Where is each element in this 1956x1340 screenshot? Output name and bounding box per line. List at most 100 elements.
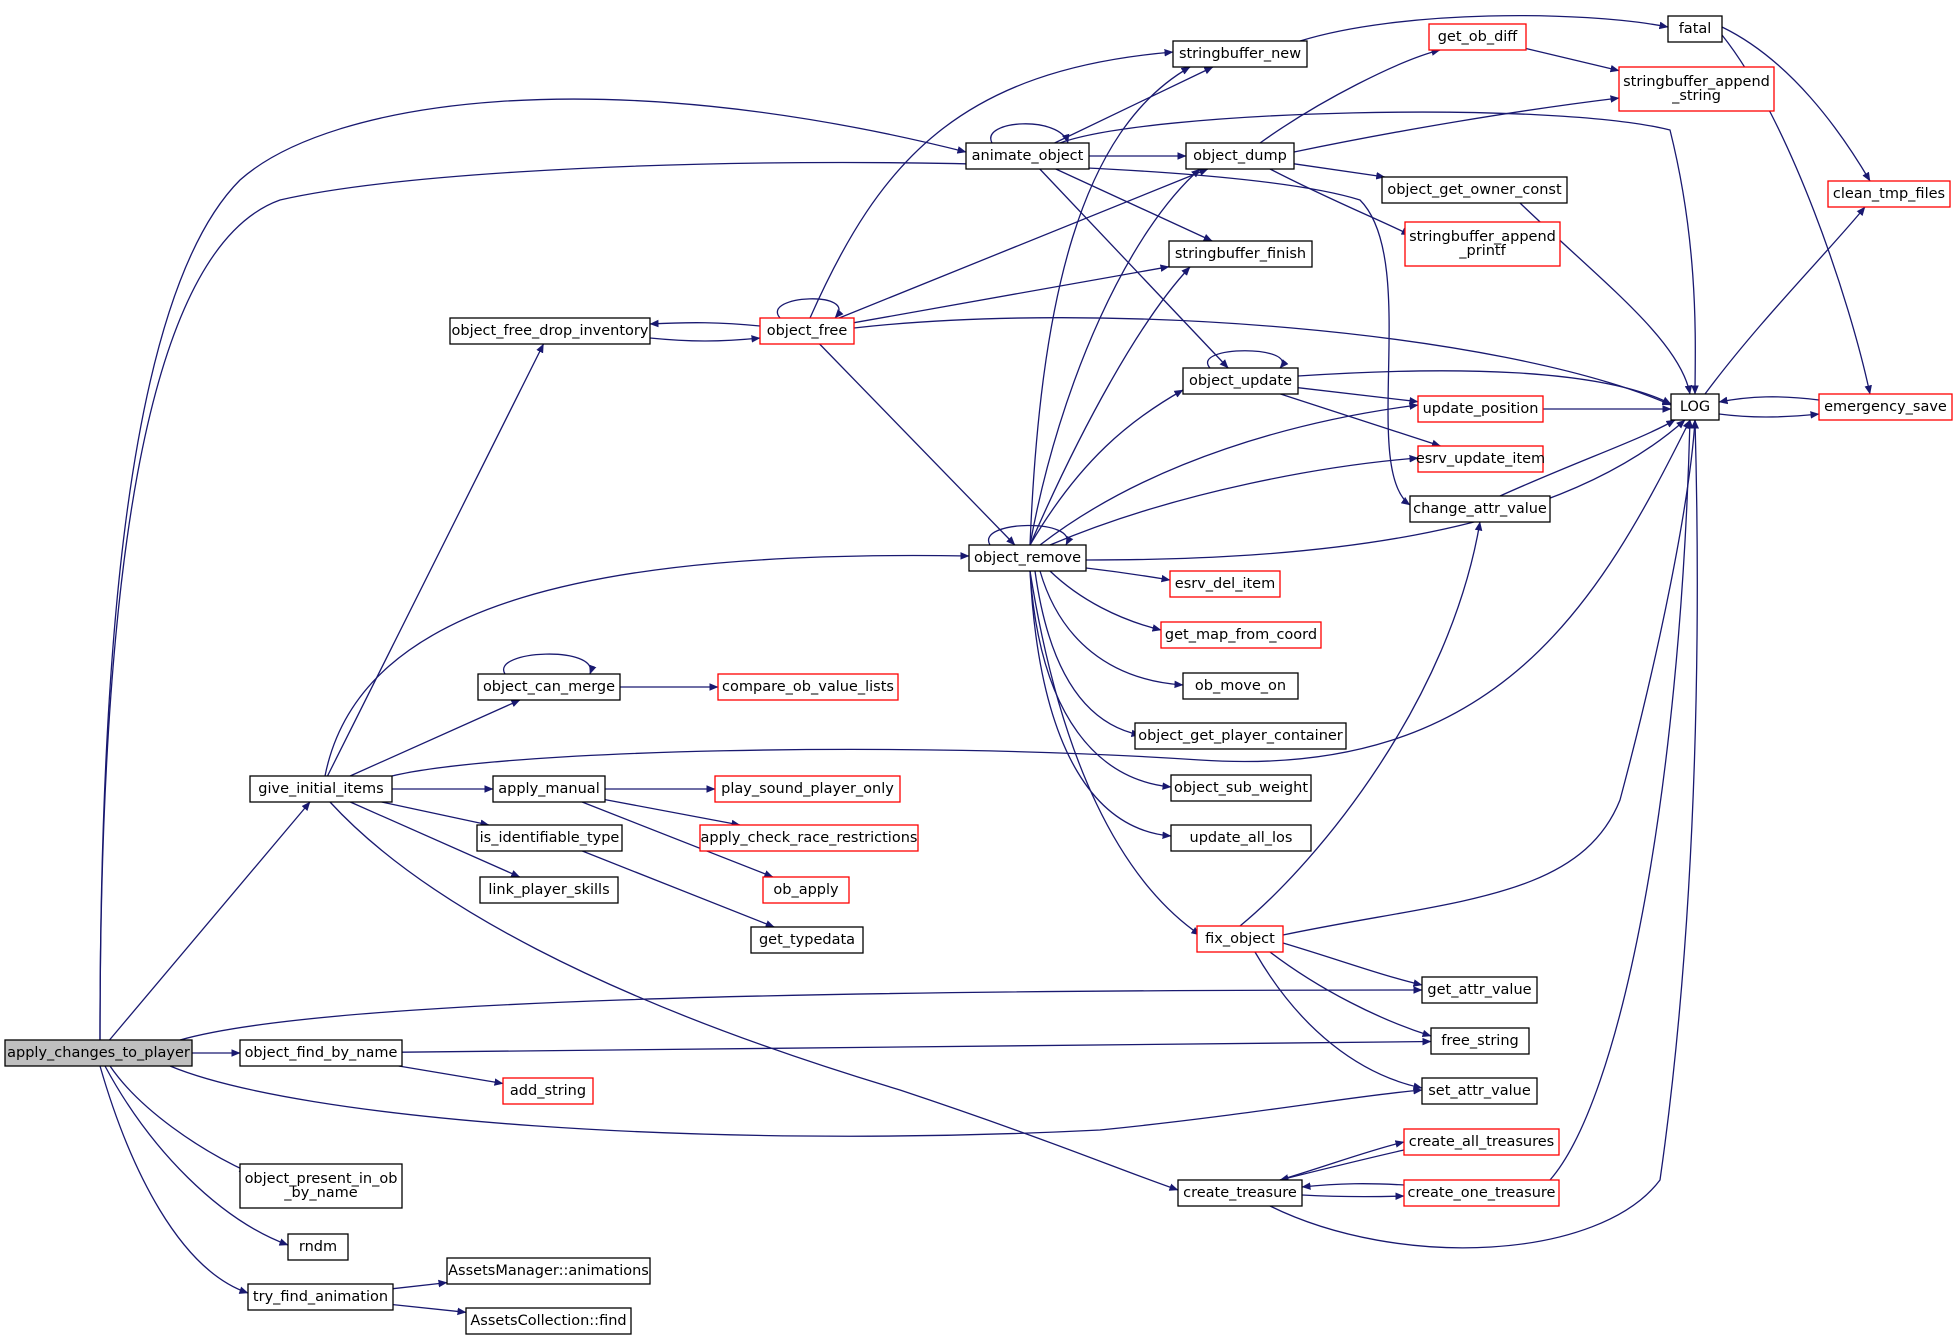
edge-fix_object-to-change_attr_value bbox=[1239, 521, 1483, 927]
node-object_free[interactable]: object_free bbox=[759, 317, 855, 345]
node-stringbuffer_append_printf[interactable]: stringbuffer_append_printf bbox=[1404, 221, 1561, 267]
node-update_position[interactable]: update_position bbox=[1417, 395, 1544, 423]
edge-create_one_treasure-to-create_treasure bbox=[1301, 1182, 1405, 1190]
edge-apply_changes_to_player-to-try_find_animation bbox=[99, 1065, 249, 1294]
node-object_update[interactable]: object_update bbox=[1182, 367, 1299, 395]
edge-give_initial_items-to-create_treasure bbox=[329, 801, 1179, 1191]
node-esrv_del_item[interactable]: esrv_del_item bbox=[1169, 570, 1281, 598]
node-object_find_by_name[interactable]: object_find_by_name bbox=[239, 1039, 403, 1067]
edge-object_remove-to-object_update bbox=[1029, 389, 1184, 546]
edge-object_find_by_name-to-free_string bbox=[401, 1037, 1432, 1053]
node-link_player_skills[interactable]: link_player_skills bbox=[479, 876, 619, 904]
node-get_attr_value[interactable]: get_attr_value bbox=[1421, 976, 1538, 1004]
node-animate_object[interactable]: animate_object bbox=[965, 142, 1090, 170]
node-box bbox=[1818, 393, 1953, 421]
node-label: LOG bbox=[1680, 399, 1710, 415]
node-stringbuffer_finish[interactable]: stringbuffer_finish bbox=[1168, 240, 1313, 268]
edge-object_remove-to-object_dump bbox=[1029, 168, 1201, 546]
node-fatal[interactable]: fatal bbox=[1667, 15, 1723, 43]
edge-LOG-to-clean_tmp_files bbox=[1704, 206, 1866, 395]
node-label: fix_object bbox=[1205, 931, 1275, 947]
node-update_all_los[interactable]: update_all_los bbox=[1170, 824, 1312, 852]
edge-try_find_animation-to-AssetsManager_animations bbox=[392, 1279, 448, 1290]
node-object_remove[interactable]: object_remove bbox=[968, 544, 1087, 572]
edge-animate_object-to-object_update bbox=[1039, 168, 1229, 369]
node-compare_ob_value_lists[interactable]: compare_ob_value_lists bbox=[717, 673, 899, 701]
node-box bbox=[1134, 722, 1347, 750]
node-create_one_treasure[interactable]: create_one_treasure bbox=[1403, 1179, 1560, 1207]
edge-apply_manual-to-apply_check_race_restrictions bbox=[604, 798, 741, 828]
node-change_attr_value[interactable]: change_attr_value bbox=[1409, 495, 1551, 523]
node-free_string[interactable]: free_string bbox=[1430, 1027, 1530, 1055]
node-box bbox=[465, 1307, 632, 1335]
edge-object_update-to-update_position bbox=[1297, 387, 1419, 405]
node-stringbuffer_new[interactable]: stringbuffer_new bbox=[1172, 40, 1308, 68]
node-object_present_in_ob_by_name[interactable]: object_present_in_ob_by_name bbox=[239, 1163, 403, 1209]
node-box bbox=[1403, 1179, 1560, 1207]
node-box bbox=[1421, 976, 1538, 1004]
node-object_sub_weight[interactable]: object_sub_weight bbox=[1170, 774, 1312, 802]
node-box bbox=[1381, 176, 1568, 204]
edge-is_identifiable_type-to-get_typedata bbox=[582, 850, 775, 928]
node-LOG[interactable]: LOG bbox=[1670, 393, 1720, 421]
edge-object_update-to-esrv_update_item bbox=[1280, 393, 1441, 447]
node-set_attr_value[interactable]: set_attr_value bbox=[1421, 1077, 1538, 1105]
edge-create_one_treasure-to-LOG bbox=[1549, 419, 1694, 1181]
node-label: object_free_drop_inventory bbox=[452, 323, 649, 339]
node-AssetsManager_animations[interactable]: AssetsManager::animations bbox=[446, 1257, 651, 1285]
node-object_dump[interactable]: object_dump bbox=[1185, 142, 1295, 170]
node-create_all_treasures[interactable]: create_all_treasures bbox=[1403, 1128, 1560, 1156]
node-add_string[interactable]: add_string bbox=[502, 1077, 594, 1105]
node-clean_tmp_files[interactable]: clean_tmp_files bbox=[1827, 180, 1951, 208]
node-is_identifiable_type[interactable]: is_identifiable_type bbox=[476, 824, 623, 852]
node-label: ob_apply bbox=[773, 882, 839, 898]
node-label: object_sub_weight bbox=[1174, 780, 1308, 796]
node-label: clean_tmp_files bbox=[1833, 186, 1945, 202]
edge-object_free-to-object_free bbox=[776, 298, 844, 319]
node-label: esrv_del_item bbox=[1175, 576, 1275, 592]
edge-get_ob_diff-to-stringbuffer_append_string bbox=[1525, 47, 1620, 73]
node-apply_changes_to_player[interactable]: apply_changes_to_player bbox=[4, 1039, 193, 1067]
node-object_free_drop_inventory[interactable]: object_free_drop_inventory bbox=[449, 317, 651, 345]
node-label: stringbuffer_finish bbox=[1175, 246, 1306, 262]
node-esrv_update_item[interactable]: esrv_update_item bbox=[1416, 445, 1545, 473]
node-apply_manual[interactable]: apply_manual bbox=[492, 775, 606, 803]
node-stringbuffer_append_string[interactable]: stringbuffer_append_string bbox=[1618, 66, 1775, 112]
node-box bbox=[699, 824, 919, 852]
node-play_sound_player_only[interactable]: play_sound_player_only bbox=[714, 775, 901, 803]
edge-fix_object-to-LOG bbox=[1282, 419, 1699, 936]
node-label: get_attr_value bbox=[1427, 982, 1531, 998]
node-box bbox=[965, 142, 1090, 170]
node-AssetsCollection_find[interactable]: AssetsCollection::find bbox=[465, 1307, 632, 1335]
edge-change_attr_value-to-LOG bbox=[1499, 419, 1676, 497]
node-object_can_merge[interactable]: object_can_merge bbox=[477, 673, 621, 701]
node-label: get_typedata bbox=[759, 932, 855, 948]
node-try_find_animation[interactable]: try_find_animation bbox=[247, 1283, 394, 1311]
node-box bbox=[1182, 672, 1299, 700]
node-ob_move_on[interactable]: ob_move_on bbox=[1182, 672, 1299, 700]
node-ob_apply[interactable]: ob_apply bbox=[762, 876, 850, 904]
node-label: is_identifiable_type bbox=[480, 830, 620, 846]
node-box bbox=[968, 544, 1087, 572]
node-give_initial_items[interactable]: give_initial_items bbox=[249, 775, 393, 803]
node-label: apply_manual bbox=[498, 781, 599, 797]
node-get_typedata[interactable]: get_typedata bbox=[750, 926, 864, 954]
edge-object_remove-to-esrv_update_item bbox=[1049, 454, 1419, 546]
node-label: add_string bbox=[510, 1083, 586, 1099]
node-fix_object[interactable]: fix_object bbox=[1196, 925, 1284, 953]
edge-object_remove-to-fix_object bbox=[1029, 570, 1201, 936]
node-object_get_owner_const[interactable]: object_get_owner_const bbox=[1381, 176, 1568, 204]
node-object_get_player_container[interactable]: object_get_player_container bbox=[1134, 722, 1347, 750]
node-box bbox=[1430, 1027, 1530, 1055]
node-box bbox=[449, 317, 651, 345]
node-box bbox=[762, 876, 850, 904]
node-get_ob_diff[interactable]: get_ob_diff bbox=[1428, 23, 1527, 51]
node-box bbox=[1160, 621, 1322, 649]
node-rndm[interactable]: rndm bbox=[287, 1233, 349, 1261]
node-get_map_from_coord[interactable]: get_map_from_coord bbox=[1160, 621, 1322, 649]
node-label: set_attr_value bbox=[1428, 1083, 1531, 1099]
node-apply_check_race_restrictions[interactable]: apply_check_race_restrictions bbox=[699, 824, 919, 852]
node-create_treasure[interactable]: create_treasure bbox=[1177, 1179, 1303, 1207]
node-emergency_save[interactable]: emergency_save bbox=[1818, 393, 1953, 421]
